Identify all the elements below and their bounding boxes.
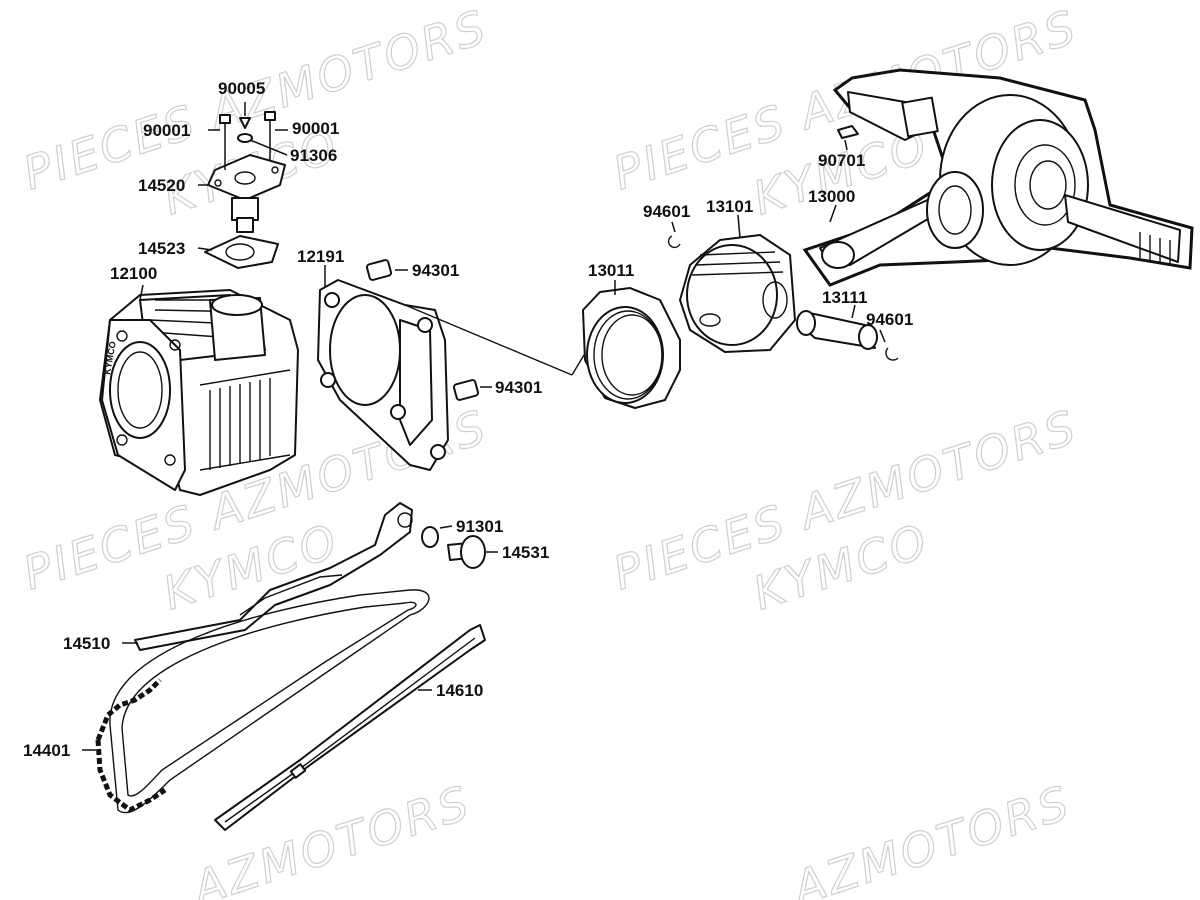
label-14401[interactable]: 14401 xyxy=(23,741,70,760)
label-94601-top[interactable]: 94601 xyxy=(643,202,690,221)
chain-guide-14610[interactable] xyxy=(214,624,486,831)
label-14510[interactable]: 14510 xyxy=(63,634,110,653)
label-91301[interactable]: 91301 xyxy=(456,517,503,536)
cam-chain-14401[interactable] xyxy=(95,589,430,814)
piston-rings-13011[interactable] xyxy=(582,287,681,409)
label-13000[interactable]: 13000 xyxy=(808,187,855,206)
bolt-90001-right[interactable] xyxy=(264,111,276,160)
label-94601-bottom[interactable]: 94601 xyxy=(866,310,913,329)
label-94301-bottom[interactable]: 94301 xyxy=(495,378,542,397)
leader-lines xyxy=(82,102,886,751)
label-90001-left[interactable]: 90001 xyxy=(143,121,190,140)
label-14520[interactable]: 14520 xyxy=(138,176,185,195)
washer-91301[interactable] xyxy=(421,526,439,548)
label-94301-top[interactable]: 94301 xyxy=(412,261,459,280)
key-90701[interactable] xyxy=(837,125,859,139)
circlip-94601-top[interactable] xyxy=(667,235,681,249)
label-13011[interactable]: 13011 xyxy=(588,261,634,280)
gasket-14523[interactable] xyxy=(204,235,279,269)
dowel-94301-top[interactable] xyxy=(365,259,393,281)
label-14610[interactable]: 14610 xyxy=(436,681,483,700)
chain-guide-14510[interactable] xyxy=(134,502,413,651)
label-91306[interactable]: 91306 xyxy=(290,146,337,165)
crankshaft-13000[interactable] xyxy=(802,68,1194,287)
gasket-12191[interactable] xyxy=(317,279,449,471)
circlip-94601-bottom[interactable] xyxy=(885,347,899,361)
piston-13101[interactable] xyxy=(679,234,796,353)
bolt-90005[interactable] xyxy=(239,117,251,129)
label-13101[interactable]: 13101 xyxy=(706,197,753,216)
label-90001-right[interactable]: 90001 xyxy=(292,119,339,138)
bolt-90001-left[interactable] xyxy=(219,114,231,170)
label-14523[interactable]: 14523 xyxy=(138,239,185,258)
label-90701[interactable]: 90701 xyxy=(818,151,865,170)
label-14531[interactable]: 14531 xyxy=(502,543,549,562)
watermark: AZMOTORS xyxy=(784,775,1078,900)
washer-91306[interactable] xyxy=(237,133,253,143)
pivot-bolt-14531[interactable] xyxy=(447,535,486,569)
watermark: AZMOTORS xyxy=(184,775,478,900)
tensioner-14520[interactable] xyxy=(207,154,286,233)
label-13111[interactable]: 13111 xyxy=(822,288,867,307)
dowel-94301-bottom[interactable] xyxy=(452,379,480,401)
label-12191[interactable]: 12191 xyxy=(297,247,344,266)
label-12100[interactable]: 12100 xyxy=(110,264,157,283)
cylinder-12100[interactable]: KYMCO xyxy=(99,289,299,496)
piston-pin-13111[interactable] xyxy=(796,310,878,350)
part-labels: 90005 90001 90001 91306 14520 14523 1210… xyxy=(23,79,913,760)
label-90005[interactable]: 90005 xyxy=(218,79,265,98)
